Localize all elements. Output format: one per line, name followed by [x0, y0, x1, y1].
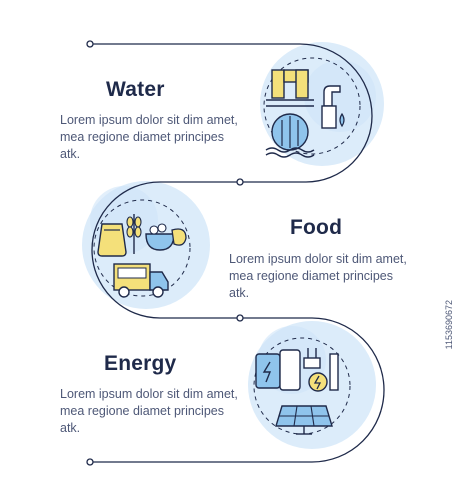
section-desc-energy: Lorem ipsum dolor sit dim amet, mea regi… — [60, 387, 238, 435]
energy-supply-icon — [255, 348, 339, 435]
section-title-water: Water — [106, 78, 165, 101]
water-infrastructure-icon — [265, 69, 345, 158]
end-dot — [86, 458, 94, 466]
stock-id: 1153690672 — [444, 300, 454, 350]
food-supply-icon — [97, 214, 187, 298]
start-dot — [86, 40, 94, 48]
section-desc-water: Lorem ipsum dolor sit dim amet, mea regi… — [60, 113, 238, 161]
section-title-food: Food — [290, 216, 343, 239]
section-desc-food: Lorem ipsum dolor sit dim amet, mea regi… — [229, 252, 407, 300]
section-title-energy: Energy — [104, 352, 177, 375]
